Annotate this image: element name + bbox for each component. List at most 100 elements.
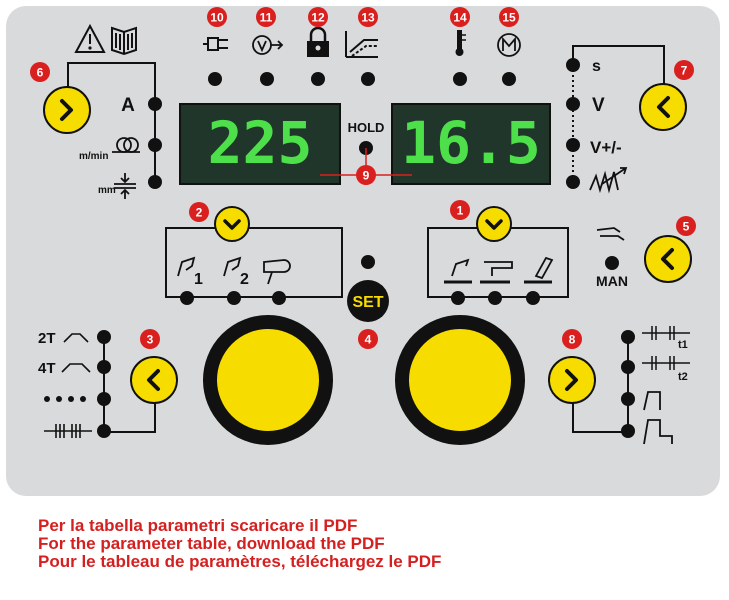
chevron-right-icon (565, 369, 578, 391)
hold-label: HOLD (348, 120, 385, 135)
torch-2-led (227, 291, 241, 305)
hand-icon (596, 227, 625, 241)
led-indicator (260, 72, 274, 86)
amps-led (148, 97, 162, 111)
badge-11: 11 (256, 7, 276, 27)
set-led (361, 255, 375, 269)
badge-text: 10 (210, 11, 224, 25)
led-indicator (502, 72, 516, 86)
inductance-led (566, 175, 580, 189)
footer-french: Pour le tableau de paramètres, télécharg… (38, 552, 442, 571)
four-t-led (97, 360, 111, 374)
badge-4: 4 (358, 329, 378, 349)
pulse-wave-icon (589, 167, 628, 194)
wire-speed-label: m/min (79, 151, 108, 162)
spool-gun-icon (263, 259, 291, 285)
torch-1-icon (177, 256, 196, 277)
chevron-left-icon (147, 369, 160, 391)
mma-led (526, 291, 540, 305)
volts-led (566, 97, 580, 111)
tig-led (488, 291, 502, 305)
badge-12: 12 (308, 7, 328, 27)
badge-2: 2 (189, 202, 209, 222)
led-indicator (361, 72, 375, 86)
badge-14: 14 (450, 7, 470, 27)
led-indicator (453, 72, 467, 86)
torch-1-index: 1 (194, 271, 203, 288)
thickness-led (148, 175, 162, 189)
manual-book-icon (111, 26, 137, 56)
right-encoder-knob[interactable] (395, 315, 525, 445)
power-plug-icon (203, 37, 228, 51)
right-display-value: 16.5 (401, 109, 541, 177)
pulse-mode-button[interactable] (548, 356, 596, 404)
manual-button[interactable] (644, 235, 692, 283)
right-param-button[interactable] (639, 83, 687, 131)
pulse-crater-led (621, 392, 635, 406)
wire-feed-icon (112, 137, 140, 153)
pulse-t2-led (621, 360, 635, 374)
badge-text: 8 (569, 333, 576, 347)
badge-text: 13 (361, 11, 375, 25)
footer-italian: Per la tabella parametri scaricare il PD… (38, 516, 358, 535)
trigger-mode-button[interactable] (130, 356, 178, 404)
mig-led (451, 291, 465, 305)
warning-icon (74, 23, 106, 53)
badge-9: 9 (356, 165, 376, 185)
two-t-label: 2T (38, 330, 56, 347)
volts-label: V (592, 95, 605, 116)
left-param-button[interactable] (43, 86, 91, 134)
thickness-icon (114, 173, 136, 199)
badge-text: 2 (196, 206, 203, 220)
left-display (179, 103, 341, 185)
badge-13: 13 (358, 7, 378, 27)
badge-10: 10 (207, 7, 227, 27)
badge-1: 1 (450, 200, 470, 220)
badge-text: 9 (363, 169, 370, 183)
four-t-label: 4T (38, 360, 56, 377)
volts-trim-led (566, 138, 580, 152)
chevron-down-icon (223, 219, 241, 230)
right-display (391, 103, 551, 185)
process-down-button[interactable] (476, 206, 512, 242)
set-button[interactable]: SET (347, 280, 389, 322)
badge-7: 7 (674, 60, 694, 80)
volts-trim-label: V+/- (590, 138, 622, 157)
left-group-bracket (67, 62, 156, 182)
badge-text: 4 (365, 333, 372, 347)
t2-label: t2 (678, 371, 688, 383)
two-t-led (97, 330, 111, 344)
t1-label: t1 (678, 339, 688, 351)
stitch-led (97, 424, 111, 438)
voltage-arrow-icon (252, 35, 284, 55)
badge-text: 14 (453, 11, 467, 25)
left-display-value: 225 (208, 109, 313, 177)
badge-3: 3 (140, 329, 160, 349)
crater-wave-icon (643, 391, 661, 411)
badge-15: 15 (499, 7, 519, 27)
motor-icon (497, 33, 521, 57)
step-wave-icon (643, 419, 673, 445)
electrode-holder-icon (524, 256, 554, 284)
thermometer-icon (455, 30, 466, 56)
four-t-wave-icon (61, 363, 91, 373)
process-group-frame (427, 227, 569, 298)
spot-dots-icon (44, 396, 86, 402)
pulse-group-bracket (572, 337, 629, 433)
badge-5: 5 (676, 216, 696, 236)
set-label: SET (352, 294, 383, 311)
badge-text: 1 (457, 204, 464, 218)
stitch-pulse-icon (642, 326, 690, 340)
right-group-bracket (572, 45, 665, 85)
badge-text: 12 (311, 11, 325, 25)
torch-2-index: 2 (240, 271, 249, 288)
amps-label: A (121, 95, 135, 116)
left-encoder-knob[interactable] (203, 315, 333, 445)
badge-6: 6 (30, 62, 50, 82)
stitch-icon (44, 424, 92, 438)
torch-up-button[interactable] (214, 206, 250, 242)
badge-text: 3 (147, 333, 154, 347)
spot-led (97, 392, 111, 406)
badge-text: 7 (681, 64, 688, 78)
badge-text: 6 (37, 66, 44, 80)
